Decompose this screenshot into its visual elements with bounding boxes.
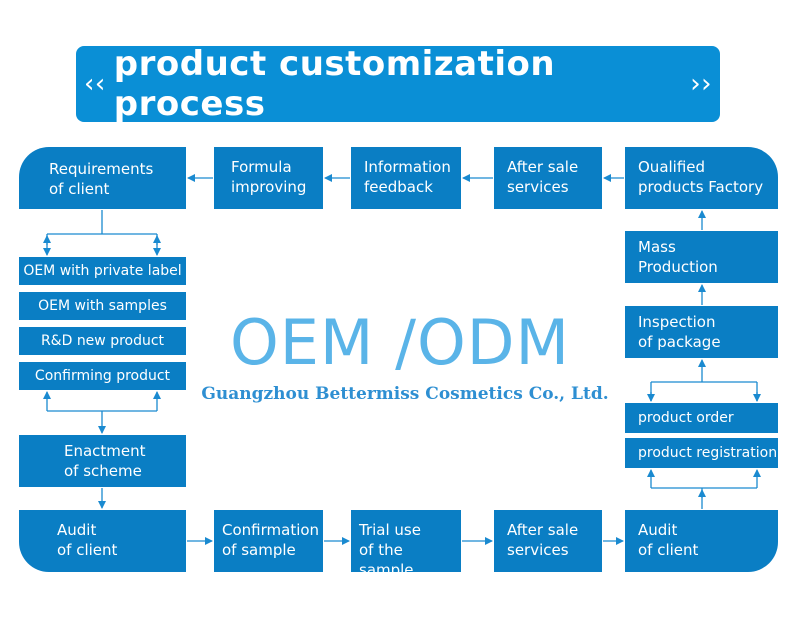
inspection-of-package-box: Inspection of package — [625, 306, 778, 358]
step-label: Information feedback — [364, 158, 451, 196]
step-label: Mass Production — [638, 238, 718, 276]
step-label: Trial use of the sample — [359, 521, 421, 579]
company-name: Guangzhou Bettermiss Cosmetics Co., Ltd. — [201, 384, 609, 404]
step-label: Audit of client — [57, 521, 118, 559]
step-label: Enactment of scheme — [64, 442, 146, 480]
confirmation-of-sample-box: Confirmation of sample — [214, 510, 323, 572]
after-sale-services-top-box: After sale services — [494, 147, 602, 209]
title-close-quote: ›› — [690, 69, 712, 99]
step-label: Formula improving — [231, 158, 307, 196]
step-label: After sale services — [507, 521, 579, 559]
oem-odm-watermark: OEM /ODM — [229, 306, 571, 379]
step-label: Confirmation of sample — [222, 521, 320, 559]
formula-improving-box: Formula improving — [214, 147, 323, 209]
requirements-of-client-box: Requirements of client — [19, 147, 186, 209]
step-label: After sale services — [507, 158, 579, 196]
information-feedback-box: Information feedback — [351, 147, 461, 209]
mass-production-box: Mass Production — [625, 231, 778, 283]
audit-of-client-left-box: Audit of client — [19, 510, 186, 572]
option-product-registration: product registration — [625, 438, 778, 468]
audit-of-client-right-box: Audit of client — [625, 510, 778, 572]
qualified-products-factory-box: Oualified products Factory — [625, 147, 778, 209]
option-confirming-product: Confirming product — [19, 362, 186, 390]
step-label: Inspection of package — [638, 313, 721, 351]
page-title: product customization process — [113, 44, 556, 124]
option-rd-new-product: R&D new product — [19, 327, 186, 355]
trial-use-of-sample-box: Trial use of the sample — [351, 510, 461, 579]
option-product-order: product order — [625, 403, 778, 433]
after-sale-services-bottom-box: After sale services — [494, 510, 602, 572]
step-label: Oualified products Factory — [638, 158, 764, 196]
enactment-of-scheme-box: Enactment of scheme — [19, 435, 186, 487]
option-oem-private-label: OEM with private label — [19, 257, 186, 285]
option-oem-samples: OEM with samples — [19, 292, 186, 320]
step-label: Requirements of client — [49, 160, 154, 198]
title-open-quote: ‹‹ — [84, 69, 106, 99]
title-banner: ‹‹ product customization process ›› — [76, 44, 720, 124]
step-label: Audit of client — [638, 521, 699, 559]
